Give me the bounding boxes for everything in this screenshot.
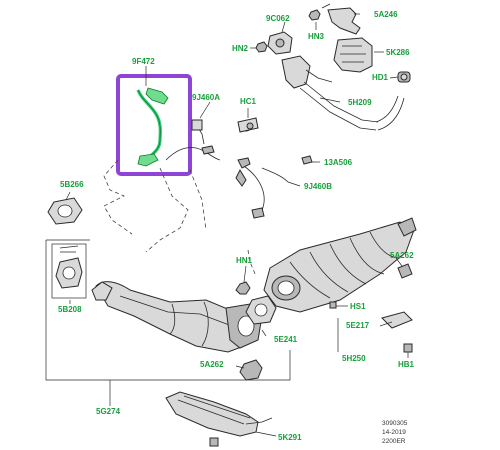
drawing-reference: 3090305 14-2019 2200ER [382,420,408,445]
wiring-harness-9J460A[interactable] [165,119,221,161]
label-5H250: 5H250 [342,354,366,363]
bracket-9C062[interactable] [267,31,293,55]
label-HB1: HB1 [398,360,415,369]
nut-HN1[interactable] [235,281,251,295]
mounting-bracket-5A246[interactable] [321,3,361,35]
label-13A506: 13A506 [324,158,353,167]
label-5E217: 5E217 [346,321,370,330]
highlight-frame [116,74,192,176]
label-HN3: HN3 [308,32,325,41]
assembly-boundary [45,239,291,381]
label-HC1: HC1 [240,97,257,106]
label-HD1: HD1 [372,73,389,82]
drawing-date: 14-2019 [382,429,406,436]
label-HS1: HS1 [350,302,366,311]
label-5K286: 5K286 [386,48,410,57]
label-5A262-right: 5A262 [390,251,414,260]
label-9J460A: 9J460A [192,93,220,102]
label-5A262-left: 5A262 [200,360,224,369]
mount-5A262-right[interactable] [397,263,413,279]
mount-5A262-left[interactable] [239,359,263,381]
bracket-5E217[interactable] [381,311,413,329]
clip-HC1[interactable] [237,117,259,133]
label-9J460B: 9J460B [304,182,332,191]
nut-HN3[interactable] [308,9,321,21]
flange-kit-5B208[interactable] [51,243,87,299]
label-HN2: HN2 [232,44,249,53]
oxygen-sensor-9F472[interactable] [136,87,169,167]
gasket-5E241[interactable] [245,295,277,325]
sensor-harness-9J460B[interactable] [235,157,289,219]
nut-HN2[interactable] [255,41,268,53]
label-5E241: 5E241 [274,335,298,344]
label-5B266: 5B266 [60,180,84,189]
hanger-HD1[interactable] [397,71,411,83]
label-5K291: 5K291 [278,433,302,442]
leader-lines [65,13,409,437]
catalytic-converter-assembly[interactable] [91,281,263,353]
drawing-number: 3090305 [382,420,408,427]
gasket-5B266[interactable] [47,197,83,225]
clip-13A506[interactable] [301,155,313,165]
silencer-assembly[interactable] [263,217,417,313]
label-5G274: 5G274 [96,407,121,416]
label-5B208: 5B208 [58,305,82,314]
bolt-HB1[interactable] [403,343,413,353]
label-5A246: 5A246 [374,10,398,19]
label-9F472: 9F472 [132,57,155,66]
heat-shield-5K291[interactable] [165,391,273,447]
pipe-5H209[interactable] [281,55,405,131]
stud-HS1[interactable] [329,301,337,309]
label-9C062: 9C062 [266,14,290,23]
heat-shield-5K286[interactable] [333,37,373,73]
label-5H209: 5H209 [348,98,372,107]
drawing-code: 2200ER [382,438,406,445]
label-HN1: HN1 [236,256,253,265]
part-labels: 9F472 9C062 5A246 HN2 HN3 5K286 HD1 9J46… [58,10,415,442]
